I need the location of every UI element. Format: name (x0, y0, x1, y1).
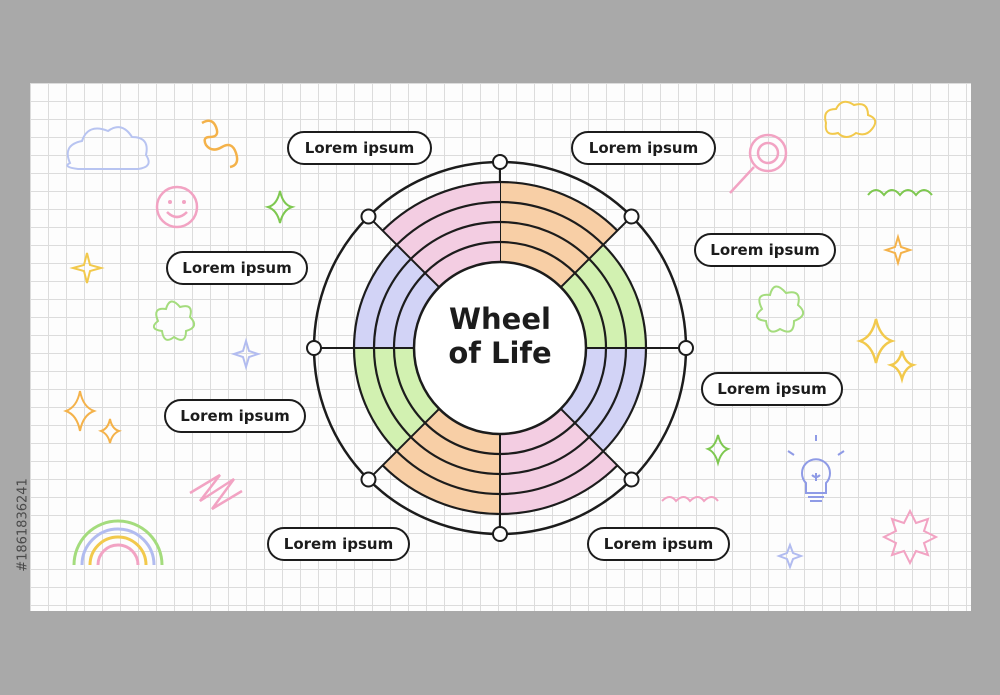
node-dot-5 (492, 526, 508, 542)
title-line-2: of Life (448, 336, 552, 370)
divider-6 (367, 408, 440, 481)
segment-3-ring-2 (588, 347, 628, 438)
segment-3-ring-1 (574, 347, 608, 424)
segment-5-ring-3 (395, 450, 501, 496)
wave-icon (661, 496, 719, 503)
node-dot-7 (306, 340, 322, 356)
segment-7-ring-2 (372, 258, 412, 349)
background-doodles (63, 100, 939, 570)
label-pill-right-lower: Lorem ipsum (701, 372, 843, 406)
node-dot-4 (623, 471, 640, 488)
burst-icon (881, 508, 939, 566)
lightbulb-icon (787, 435, 845, 502)
sparkle-icon (98, 418, 122, 444)
scribble-icon (189, 473, 243, 511)
segment-6-ring-2 (372, 347, 412, 438)
smiley-icon (155, 185, 199, 229)
segment-1-ring-3 (499, 200, 605, 246)
title-line-1: Wheel (449, 302, 551, 336)
segment-5-ring-4 (381, 464, 501, 516)
segment-2-ring-1 (574, 272, 608, 349)
label-pill-left-upper: Lorem ipsum (166, 251, 308, 285)
sparkle-icon (705, 434, 731, 467)
cloud-icon (66, 126, 150, 170)
segment-7-ring-3 (352, 243, 398, 349)
star-icon (69, 252, 105, 284)
center-title: Wheel of Life (415, 302, 585, 370)
flower-icon (755, 285, 805, 333)
sparkle-icon (264, 190, 296, 224)
magnifier-icon (729, 133, 788, 194)
label-pill-bottom-right: Lorem ipsum (587, 527, 730, 561)
segment-5-ring-2 (410, 436, 501, 476)
label-pill-top-left: Lorem ipsum (287, 131, 432, 165)
stock-id-label: #1861836241 (10, 455, 36, 595)
wheel-of-life-chart (306, 154, 694, 542)
wave-icon (867, 189, 933, 197)
segment-8-ring-2 (410, 220, 501, 260)
segment-4-ring-2 (499, 436, 590, 476)
divider-8 (367, 215, 440, 288)
cloud-icon (824, 100, 877, 138)
label-pill-right-upper: Lorem ipsum (694, 233, 836, 267)
star-icon (882, 233, 914, 267)
label-pill-bottom-left: Lorem ipsum (267, 527, 410, 561)
infographic-card: Wheel of Life Lorem ipsum Lorem ipsum Lo… (30, 83, 971, 611)
sparkle-icon (230, 337, 262, 371)
segment-4-ring-1 (499, 422, 576, 456)
segment-1-ring-1 (499, 240, 576, 274)
segment-8-ring-1 (424, 240, 501, 274)
node-dot-8 (360, 208, 377, 225)
label-pill-left-lower: Lorem ipsum (164, 399, 306, 433)
node-dot-1 (492, 154, 508, 170)
segment-4-ring-3 (499, 450, 605, 496)
segment-7-ring-1 (392, 272, 426, 349)
segment-1-ring-2 (499, 220, 590, 260)
node-dot-2 (623, 208, 640, 225)
segment-1-ring-4 (499, 180, 619, 232)
segment-3-ring-3 (602, 347, 648, 453)
segment-5-ring-1 (424, 422, 501, 456)
sparkle-icon (856, 318, 896, 364)
segment-2-ring-3 (602, 243, 648, 349)
sparkle-icon (63, 390, 97, 432)
stock-id-text: #1861836241 (15, 478, 31, 572)
segment-4-ring-4 (499, 464, 619, 516)
rainbow-icon (72, 519, 164, 566)
center-circle (412, 260, 588, 436)
divider-4 (560, 408, 633, 481)
label-pill-top-right: Lorem ipsum (571, 131, 716, 165)
segment-6-ring-3 (352, 347, 398, 453)
segment-6-ring-1 (392, 347, 426, 424)
star-icon (776, 542, 804, 570)
segment-8-ring-4 (381, 180, 501, 232)
sparkle-icon (886, 350, 918, 384)
flower-icon (152, 300, 196, 341)
segment-8-ring-3 (395, 200, 501, 246)
divider-2 (560, 215, 633, 288)
squiggle-icon (201, 119, 239, 169)
segment-2-ring-2 (588, 258, 628, 349)
node-dot-3 (678, 340, 694, 356)
node-dot-6 (360, 471, 377, 488)
